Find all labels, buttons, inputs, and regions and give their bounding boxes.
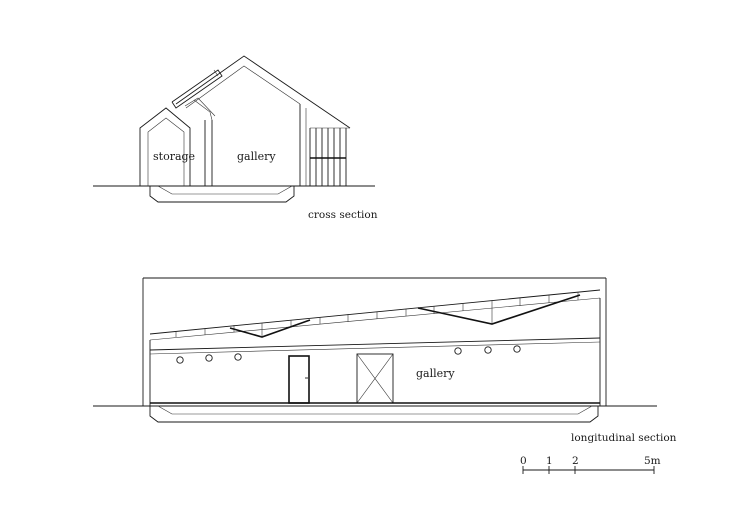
- scale-tick-0: 0: [520, 455, 527, 467]
- longitudinal-section: gallery longitudinal section: [93, 277, 677, 444]
- large-opening: [356, 353, 394, 404]
- scale-bar: 0 1 2 5m: [520, 455, 661, 474]
- scale-tick-1: 1: [546, 455, 553, 467]
- scale-tick-5m: 5m: [644, 455, 661, 467]
- storage-room-outline: [139, 107, 191, 186]
- roof-trusses: [229, 294, 581, 338]
- scale-tick-2: 2: [572, 455, 579, 467]
- longitudinal-section-caption: longitudinal section: [571, 432, 677, 444]
- cross-section-foundation: [149, 186, 295, 203]
- cross-section-gallery-label: gallery: [237, 150, 276, 163]
- cross-section: storage gallery cross section: [93, 55, 378, 221]
- gallery-gable-roof: [175, 55, 351, 129]
- storage-label: storage: [153, 150, 195, 163]
- door: [288, 355, 310, 404]
- cross-section-caption: cross section: [308, 209, 378, 221]
- timber-screen: [309, 127, 350, 186]
- longitudinal-foundation: [149, 406, 599, 423]
- longitudinal-gallery-label: gallery: [416, 367, 455, 380]
- skylight-mullions: [175, 292, 579, 337]
- skylight-roof-line: [149, 289, 601, 335]
- round-vents: [176, 345, 521, 364]
